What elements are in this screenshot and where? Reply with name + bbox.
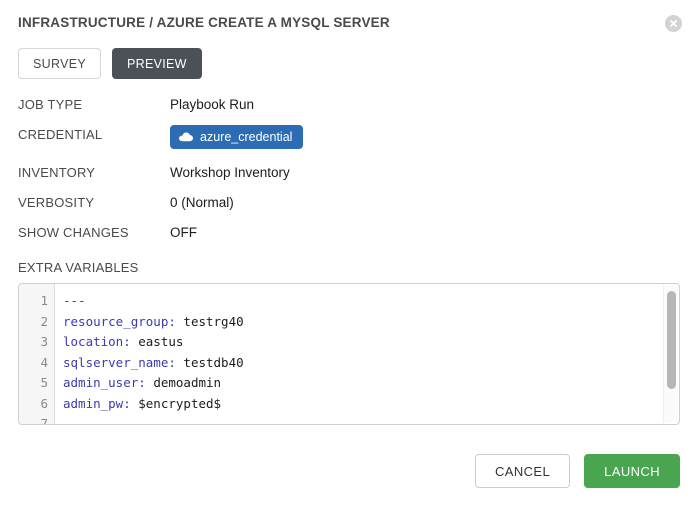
detail-row-verbosity: VERBOSITY 0 (Normal) [18, 193, 680, 213]
dialog-header: INFRASTRUCTURE / AZURE CREATE A MYSQL SE… [0, 0, 698, 34]
page-title: INFRASTRUCTURE / AZURE CREATE A MYSQL SE… [18, 15, 390, 30]
code-value: testdb40 [175, 354, 244, 370]
line-number: 2 [40, 313, 48, 329]
close-icon[interactable] [665, 15, 682, 32]
tab-survey[interactable]: SURVEY [18, 48, 101, 79]
detail-label-job-type: JOB TYPE [18, 97, 83, 112]
detail-label-verbosity: VERBOSITY [18, 195, 95, 210]
job-details-list: JOB TYPE Playbook Run CREDENTIAL azure_c… [0, 79, 698, 253]
detail-row-show-changes: SHOW CHANGES OFF [18, 223, 680, 243]
code-key: admin_user: [63, 375, 146, 390]
line-number: 4 [40, 354, 48, 370]
detail-row-job-type: JOB TYPE Playbook Run [18, 95, 680, 115]
credential-badge-label: azure_credential [200, 130, 293, 144]
editor-code-area[interactable]: --- resource_group: testrg40 location: e… [55, 284, 679, 424]
code-key: sqlserver_name: [63, 354, 176, 370]
detail-row-inventory: INVENTORY Workshop Inventory [18, 163, 680, 183]
detail-label-show-changes: SHOW CHANGES [18, 225, 129, 240]
code-key: admin_pw: [63, 395, 131, 411]
code-line: sqlserver_name: testdb40 [63, 353, 679, 374]
line-number: 7 [40, 416, 48, 425]
extra-variables-label: EXTRA VARIABLES [18, 260, 139, 275]
cancel-button[interactable]: CANCEL [475, 454, 571, 488]
detail-label-inventory: INVENTORY [18, 165, 96, 180]
code-value: demoadmin [145, 375, 222, 390]
line-number: 5 [40, 375, 48, 390]
code-value: eastus [130, 334, 184, 349]
code-key: resource_group: [63, 313, 176, 329]
detail-label-credential: CREDENTIAL [18, 127, 103, 142]
editor-scrollbar[interactable] [663, 285, 678, 423]
line-number: 6 [40, 395, 48, 411]
editor-line-number-gutter: 1 2 3 4 5 6 7 [19, 284, 55, 424]
code-value: $encrypted$ [130, 395, 222, 411]
dialog-footer: CANCEL LAUNCH [0, 454, 698, 512]
code-key: location: [63, 334, 131, 349]
mode-toggle-group: SURVEY PREVIEW [0, 34, 698, 79]
detail-value-show-changes: OFF [170, 225, 197, 240]
line-number: 3 [40, 334, 48, 349]
code-line: --- [63, 291, 679, 312]
code-line: admin_pw: $encrypted$ [63, 394, 679, 415]
tab-preview[interactable]: PREVIEW [111, 48, 202, 79]
detail-value-job-type: Playbook Run [170, 97, 255, 112]
credential-badge[interactable]: azure_credential [170, 125, 304, 149]
code-line: admin_user: demoadmin [63, 373, 679, 394]
code-line: resource_group: testrg40 [63, 312, 679, 333]
detail-value-verbosity: 0 (Normal) [170, 195, 234, 210]
line-number: 1 [40, 293, 48, 308]
editor-scrollbar-thumb[interactable] [667, 291, 676, 389]
extra-variables-editor[interactable]: 1 2 3 4 5 6 7 --- resource_group: testrg… [18, 283, 680, 425]
detail-row-credential: CREDENTIAL azure_credential [18, 125, 680, 149]
launch-button[interactable]: LAUNCH [584, 454, 680, 488]
cloud-icon [179, 132, 193, 142]
code-value: testrg40 [175, 313, 244, 329]
code-line: location: eastus [63, 332, 679, 353]
code-key: --- [63, 293, 86, 308]
detail-value-inventory: Workshop Inventory [170, 165, 290, 180]
